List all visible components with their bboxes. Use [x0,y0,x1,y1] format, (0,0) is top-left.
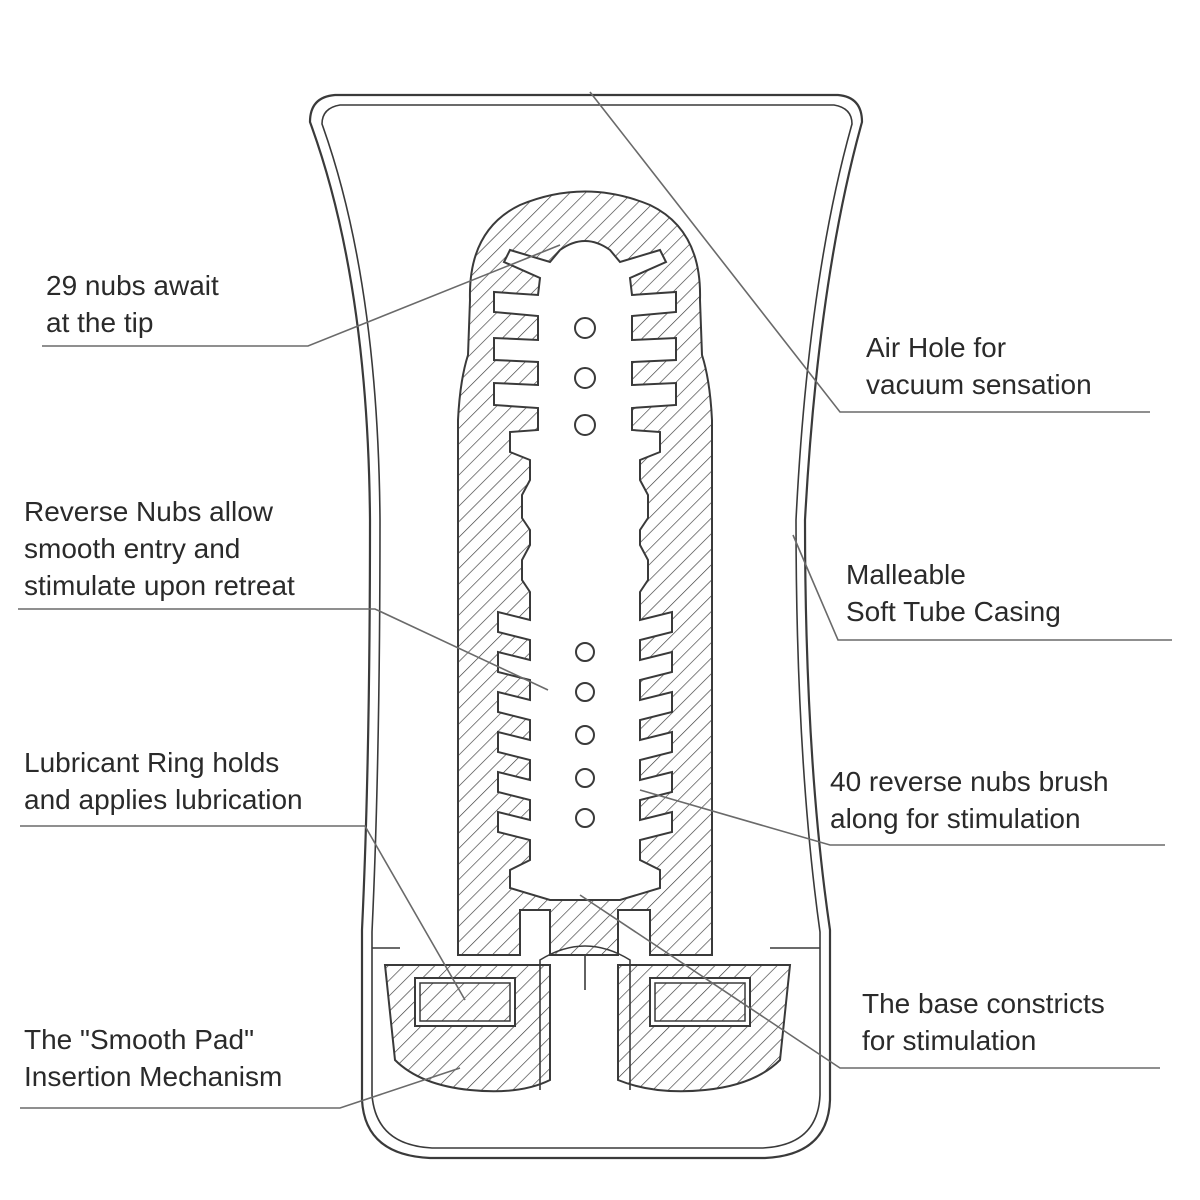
base-assembly [372,945,820,1093]
callout-tip-nubs: 29 nubs await at the tip [46,267,219,341]
callout-base-line-2: for stimulation [862,1025,1037,1056]
callout-casing: Malleable Soft Tube Casing [846,556,1061,630]
callout-base: The base constricts for stimulation [862,985,1105,1059]
callout-casing-line-2: Soft Tube Casing [846,596,1061,627]
callout-lubricant-ring-line-2: and applies lubrication [24,784,303,815]
callout-reverse-nubs-line-1: Reverse Nubs allow [24,496,273,527]
callout-air-hole-line-1: Air Hole for [866,332,1007,363]
callout-reverse-nubs-40-line-2: along for stimulation [830,803,1081,834]
callout-smooth-pad-line-1: The "Smooth Pad" [24,1024,255,1055]
callout-lubricant-ring: Lubricant Ring holds and applies lubrica… [24,744,303,818]
callout-smooth-pad: The "Smooth Pad" Insertion Mechanism [24,1021,282,1095]
callout-reverse-nubs-line-3: stimulate upon retreat [24,570,295,601]
callout-casing-line-1: Malleable [846,559,966,590]
callout-reverse-nubs: Reverse Nubs allow smooth entry and stim… [24,493,295,604]
outer-casing [308,93,864,1160]
callout-reverse-nubs-40-line-1: 40 reverse nubs brush [830,766,1109,797]
nub-dots [574,317,596,828]
inner-channel [493,240,677,901]
callout-reverse-nubs-40: 40 reverse nubs brush along for stimulat… [830,763,1109,837]
callout-air-hole: Air Hole for vacuum sensation [866,329,1092,403]
callout-base-line-1: The base constricts [862,988,1105,1019]
leader-lines [18,91,1172,1109]
callout-tip-nubs-line-2: at the tip [46,307,154,338]
callout-smooth-pad-line-2: Insertion Mechanism [24,1061,283,1092]
callout-air-hole-line-2: vacuum sensation [866,369,1092,400]
callout-reverse-nubs-line-2: smooth entry and [24,533,241,564]
callout-lubricant-ring-line-1: Lubricant Ring holds [24,747,280,778]
callout-tip-nubs-line-1: 29 nubs await [46,270,219,301]
